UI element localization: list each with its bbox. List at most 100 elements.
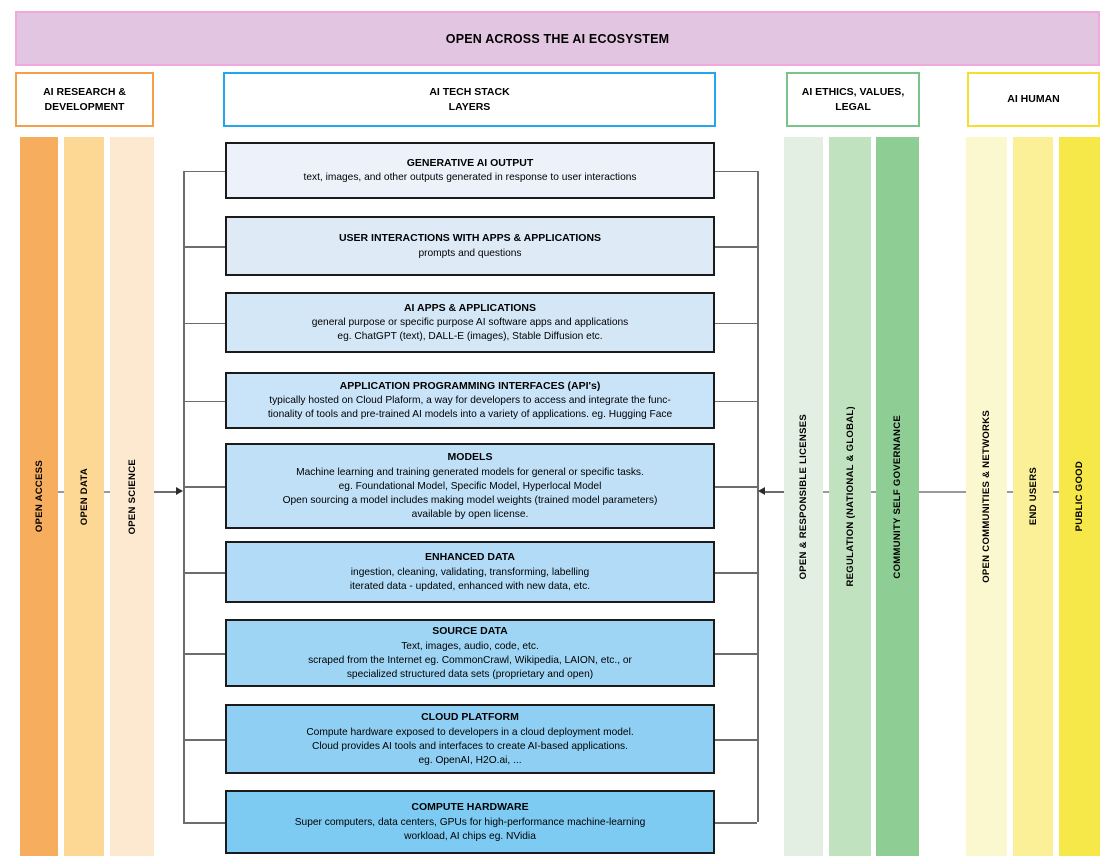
- section-header-ai-ethics: AI ETHICS, VALUES, LEGAL: [786, 72, 920, 127]
- section-header-ai-tech-stack-line2: LAYERS: [448, 100, 491, 113]
- ecosystem-banner-title: OPEN ACROSS THE AI ECOSYSTEM: [445, 31, 670, 46]
- open-column-open-access: OPEN ACCESS: [20, 137, 58, 856]
- section-header-ai-research: AI RESEARCH & DEVELOPMENT: [15, 72, 154, 127]
- open-column-open-data: OPEN DATA: [64, 137, 104, 856]
- stack-layer-description-line: prompts and questions: [418, 247, 522, 259]
- left-connector-branch: [183, 486, 225, 488]
- column-label: OPEN SCIENCE: [126, 458, 138, 535]
- stack-layer-description-line: tionality of tools and pre-trained AI mo…: [267, 409, 673, 421]
- stack-layer-title: GENERATIVE AI OUTPUT: [406, 156, 534, 169]
- human-column-public-good: PUBLIC GOOD: [1059, 137, 1100, 856]
- stack-layer-description-line: specialized structured data sets (propri…: [346, 668, 594, 680]
- left-connector-branch: [183, 322, 225, 325]
- column-label: COMMUNITY SELF GOVERNANCE: [892, 414, 903, 579]
- stack-layer-description-line: scraped from the Internet eg. CommonCraw…: [308, 654, 632, 666]
- stack-layer-title: MODELS: [447, 450, 493, 463]
- stack-layer-description-line: typically hosted on Cloud Plaform, a way…: [269, 395, 671, 407]
- column-label: REGULATION (NATIONAL & GLOBAL): [844, 406, 856, 587]
- stack-layer-description-line: iterated data - updated, enhanced with n…: [349, 580, 591, 592]
- stack-layer-application-programming-interfaces-api-s[interactable]: APPLICATION PROGRAMMING INTERFACES (API'…: [225, 372, 715, 429]
- left-connector-branch: [183, 400, 225, 403]
- right-column-tick-5: [1053, 491, 1059, 493]
- stack-layer-title: APPLICATION PROGRAMMING INTERFACES (API'…: [339, 379, 601, 392]
- stack-layer-description-line: Cloud provides AI tools and interfaces t…: [311, 740, 628, 752]
- stack-layer-description-line: Compute hardware exposed to developers i…: [306, 726, 634, 738]
- left-connector-branch: [183, 822, 225, 824]
- stack-layer-description-line: eg. ChatGPT (text), DALL-E (images), Sta…: [337, 331, 603, 343]
- stack-layer-description-line: workload, AI chips eg. NVidia: [404, 830, 536, 842]
- column-label: END USERS: [1027, 467, 1039, 526]
- left-connector-branch: [183, 246, 225, 248]
- stack-layer-title: USER INTERACTIONS WITH APPS & APPLICATIO…: [338, 232, 602, 245]
- right-connector-branch: [715, 486, 757, 488]
- stack-layer-title: SOURCE DATA: [432, 625, 508, 637]
- stack-layer-description-line: Open sourcing a model includes making mo…: [282, 494, 658, 506]
- left-column-tick-1: [58, 491, 64, 493]
- right-column-tick-3: [919, 491, 966, 493]
- stack-layer-description-line: general purpose or specific purpose AI s…: [311, 317, 629, 329]
- right-column-tick-2: [871, 491, 876, 493]
- column-label: OPEN DATA: [78, 467, 90, 526]
- section-header-ai-research-line2: DEVELOPMENT: [44, 100, 125, 113]
- right-connector-spine: [757, 170, 759, 822]
- left-connector-branch: [183, 572, 225, 574]
- stack-layer-title: CLOUD PLATFORM: [421, 711, 519, 723]
- stack-layer-cloud-platform[interactable]: CLOUD PLATFORM Compute hardware exposed t…: [225, 704, 715, 774]
- left-connector-branch: [183, 653, 225, 655]
- stack-layer-models[interactable]: MODELS Machine learning and training gene…: [225, 443, 715, 529]
- section-header-ai-tech-stack-line1: AI TECH STACK: [429, 86, 510, 99]
- right-connector-branch: [715, 170, 757, 173]
- open-column-open-science: OPEN SCIENCE: [110, 137, 154, 856]
- right-column-tick-4: [1007, 491, 1013, 493]
- left-connector-branch: [183, 170, 225, 173]
- stack-layer-description-line: Super computers, data centers, GPUs for …: [294, 816, 646, 828]
- section-header-ai-tech-stack: AI TECH STACK LAYERS: [223, 72, 716, 127]
- section-header-ai-ethics-line1: AI ETHICS, VALUES,: [801, 86, 905, 99]
- left-connector-branch: [183, 739, 225, 741]
- right-connector-branch: [715, 246, 757, 248]
- right-feed-arrow-icon: [758, 487, 765, 495]
- ethics-column-regulation-national-global: REGULATION (NATIONAL & GLOBAL): [829, 137, 871, 856]
- right-connector-branch: [715, 572, 757, 574]
- right-connector-branch: [715, 322, 757, 325]
- human-column-open-communities-networks: OPEN COMMUNITIES & NETWORKS: [966, 137, 1007, 856]
- ethics-column-open-responsible-licenses: OPEN & RESPONSIBLE LICENSES: [784, 137, 823, 856]
- left-connector-spine: [183, 170, 185, 822]
- right-connector-branch: [715, 739, 757, 741]
- stack-layer-description-line: text, images, and other outputs generate…: [303, 172, 637, 184]
- right-connector-branch: [715, 822, 757, 824]
- stack-layer-enhanced-data[interactable]: ENHANCED DATA ingestion, cleaning, valida…: [225, 541, 715, 603]
- section-header-ai-human: AI HUMAN: [967, 72, 1100, 127]
- stack-layer-source-data[interactable]: SOURCE DATA Text, images, audio, code, et…: [225, 619, 715, 687]
- left-feed-arrow-icon: [176, 487, 183, 495]
- stack-layer-description-line: eg. Foundational Model, Specific Model, …: [338, 480, 602, 492]
- section-header-ai-human-line1: AI HUMAN: [1007, 93, 1060, 106]
- ecosystem-banner: OPEN ACROSS THE AI ECOSYSTEM: [15, 11, 1100, 66]
- column-label: OPEN COMMUNITIES & NETWORKS: [981, 410, 992, 583]
- stack-layer-description-line: ingestion, cleaning, validating, transfo…: [350, 566, 590, 578]
- column-label: OPEN ACCESS: [33, 460, 45, 533]
- left-column-tick-2: [104, 491, 110, 493]
- column-label: OPEN & RESPONSIBLE LICENSES: [798, 413, 809, 580]
- stack-layer-description-line: available by open license.: [411, 508, 529, 520]
- stack-layer-compute-hardware[interactable]: COMPUTE HARDWARE Super computers, data ce…: [225, 790, 715, 854]
- stack-layer-title: ENHANCED DATA: [424, 551, 516, 564]
- left-feed-line: [154, 491, 176, 493]
- stack-layer-generative-ai-output[interactable]: GENERATIVE AI OUTPUT text, images, and ot…: [225, 142, 715, 199]
- section-header-ai-ethics-line2: LEGAL: [835, 100, 871, 113]
- right-connector-branch: [715, 653, 757, 655]
- right-connector-branch: [715, 400, 757, 403]
- right-column-tick-1: [823, 491, 829, 493]
- stack-layer-title: COMPUTE HARDWARE: [411, 801, 529, 814]
- human-column-end-users: END USERS: [1013, 137, 1053, 856]
- stack-layer-user-interactions-with-apps-applications[interactable]: USER INTERACTIONS WITH APPS & APPLICATIO…: [225, 216, 715, 276]
- stack-layer-description-line: Machine learning and training generated …: [296, 466, 644, 478]
- stack-layer-description-line: eg. OpenAI, H2O.ai, ...: [418, 754, 522, 766]
- column-label: PUBLIC GOOD: [1074, 461, 1085, 532]
- right-feed-line: [765, 491, 784, 493]
- section-header-ai-research-line1: AI RESEARCH &: [43, 86, 126, 99]
- ethics-column-community-self-governance: COMMUNITY SELF GOVERNANCE: [876, 137, 919, 856]
- stack-layer-description-line: Text, images, audio, code, etc.: [401, 640, 539, 652]
